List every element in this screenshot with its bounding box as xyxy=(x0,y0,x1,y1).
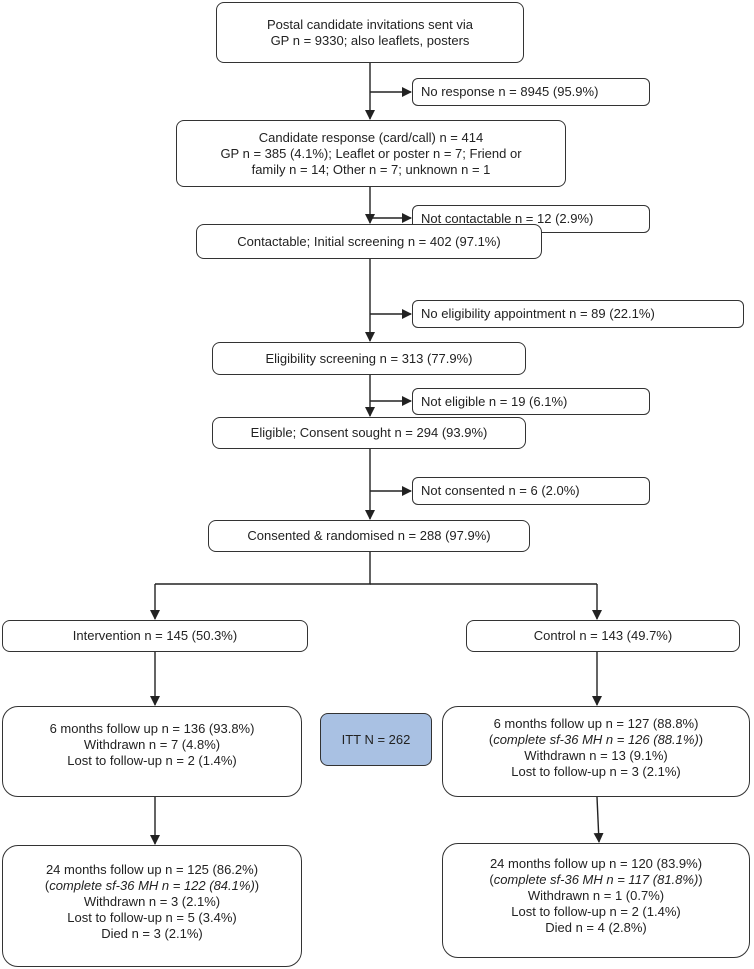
not-eligible-box: Not eligible n = 19 (6.1%) xyxy=(412,388,650,415)
intervention-24m-box: 24 months follow up n = 125 (86.2%) (com… xyxy=(2,845,302,967)
initial-screening-box: Contactable; Initial screening n = 402 (… xyxy=(196,224,542,259)
not-contactable-text: Not contactable n = 12 (2.9%) xyxy=(421,211,594,226)
sf36-value: complete sf-36 MH n = 122 (84.1%) xyxy=(49,878,255,893)
no-response-box: No response n = 8945 (95.9%) xyxy=(412,78,650,106)
arrow xyxy=(593,796,604,843)
invitations-box: Postal candidate invitations sent via GP… xyxy=(216,2,524,63)
sf36-value: complete sf-36 MH n = 117 (81.8%) xyxy=(493,871,699,887)
died-text: Died n = 4 (2.8%) xyxy=(545,919,647,935)
intervention-text: Intervention n = 145 (50.3%) xyxy=(72,628,238,643)
invitations-line-1: Postal candidate invitations sent via xyxy=(267,16,473,32)
followup-text: 24 months follow up n = 120 (83.9%) xyxy=(489,855,703,871)
not-consented-text: Not consented n = 6 (2.0%) xyxy=(421,483,580,498)
no-eligibility-appointment-text: No eligibility appointment n = 89 (22.1%… xyxy=(421,306,655,321)
itt-box: ITT N = 262 xyxy=(320,713,432,766)
sf36-text: (complete sf-36 MH n = 122 (84.1%)) xyxy=(44,878,260,893)
lost-text: Lost to follow-up n = 3 (2.1%) xyxy=(511,763,681,779)
candidate-response-box: Candidate response (card/call) n = 414 G… xyxy=(176,120,566,187)
control-text: Control n = 143 (49.7%) xyxy=(533,628,673,643)
withdrawn-text: Withdrawn n = 1 (0.7%) xyxy=(527,887,665,903)
eligibility-screening-box: Eligibility screening n = 313 (77.9%) xyxy=(212,342,526,375)
sf36-text: (complete sf-36 MH n = 117 (81.8%)) xyxy=(489,871,703,887)
withdrawn-text: Withdrawn n = 13 (9.1%) xyxy=(524,747,668,763)
not-eligible-text: Not eligible n = 19 (6.1%) xyxy=(421,393,568,409)
itt-text: ITT N = 262 xyxy=(341,731,411,747)
followup-text: 6 months follow up n = 136 (93.8%) xyxy=(49,720,255,736)
intervention-6m-box: 6 months follow up n = 136 (93.8%) Withd… xyxy=(2,706,302,797)
invitations-line-2: GP n = 9330; also leaflets, posters xyxy=(270,32,470,48)
lost-text: Lost to follow-up n = 2 (1.4%) xyxy=(511,903,681,919)
withdrawn-text: Withdrawn n = 3 (2.1%) xyxy=(83,894,221,909)
consent-sought-box: Eligible; Consent sought n = 294 (93.9%) xyxy=(212,417,526,449)
candidate-response-line-2: GP n = 385 (4.1%); Leaflet or poster n =… xyxy=(220,145,522,161)
control-6m-box: 6 months follow up n = 127 (88.8%) (comp… xyxy=(442,706,750,797)
sf36-value: complete sf-36 MH n = 126 (88.1%) xyxy=(493,731,699,747)
eligibility-screening-text: Eligibility screening n = 313 (77.9%) xyxy=(265,350,473,366)
candidate-response-line-1: Candidate response (card/call) n = 414 xyxy=(258,129,484,145)
died-text: Died n = 3 (2.1%) xyxy=(101,926,203,941)
randomised-text: Consented & randomised n = 288 (97.9%) xyxy=(247,528,491,543)
split-line xyxy=(155,552,371,585)
lost-text: Lost to follow-up n = 2 (1.4%) xyxy=(67,752,237,768)
followup-text: 6 months follow up n = 127 (88.8%) xyxy=(493,715,699,731)
lost-text: Lost to follow-up n = 5 (3.4%) xyxy=(67,910,237,925)
initial-screening-text: Contactable; Initial screening n = 402 (… xyxy=(237,233,501,249)
not-consented-box: Not consented n = 6 (2.0%) xyxy=(412,477,650,505)
no-eligibility-appointment-box: No eligibility appointment n = 89 (22.1%… xyxy=(412,300,744,328)
sf36-text: (complete sf-36 MH n = 126 (88.1%)) xyxy=(488,731,704,747)
no-response-text: No response n = 8945 (95.9%) xyxy=(421,84,599,99)
candidate-response-line-3: family n = 14; Other n = 7; unknown n = … xyxy=(251,161,491,177)
consent-sought-text: Eligible; Consent sought n = 294 (93.9%) xyxy=(250,425,488,440)
followup-text: 24 months follow up n = 125 (86.2%) xyxy=(45,862,259,877)
randomised-box: Consented & randomised n = 288 (97.9%) xyxy=(208,520,530,552)
control-box: Control n = 143 (49.7%) xyxy=(466,620,740,652)
withdrawn-text: Withdrawn n = 7 (4.8%) xyxy=(83,736,221,752)
intervention-box: Intervention n = 145 (50.3%) xyxy=(2,620,308,652)
control-24m-box: 24 months follow up n = 120 (83.9%) (com… xyxy=(442,843,750,958)
